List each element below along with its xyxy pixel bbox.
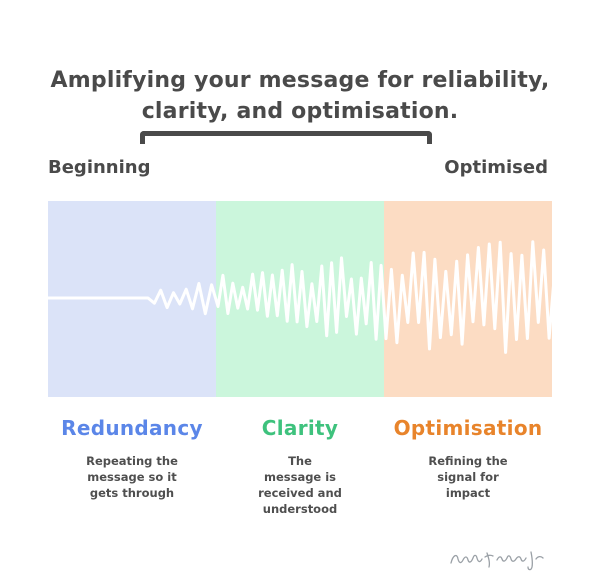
signature-scribble-icon [450,551,544,571]
stage-heading-clarity: Clarity [261,416,339,440]
stage-redundancy: Redundancy Repeating the message so it g… [48,416,216,517]
title-line-1: Amplifying your message for reliability, [50,67,550,93]
timeline-bracket [140,131,432,144]
stage-optimisation: Optimisation Refining the signal for imp… [384,416,552,517]
timeline-end-label: Optimised [444,157,548,178]
waveform-icon [38,240,562,361]
title-line-2: clarity, and optimisation. [141,98,459,124]
stage-description-clarity: The message is received and understood [258,454,342,517]
timeline-start-label: Beginning [48,157,151,178]
stage-heading-optimisation: Optimisation [393,416,543,440]
stage-clarity: Clarity The message is received and unde… [216,416,384,517]
stage-heading-redundancy: Redundancy [61,416,203,440]
stage-legend: Redundancy Repeating the message so it g… [48,416,552,517]
page-title: Amplifying your message for reliability,… [0,65,600,127]
stage-description-optimisation: Refining the signal for impact [428,454,508,501]
stage-description-redundancy: Repeating the message so it gets through [86,454,178,501]
